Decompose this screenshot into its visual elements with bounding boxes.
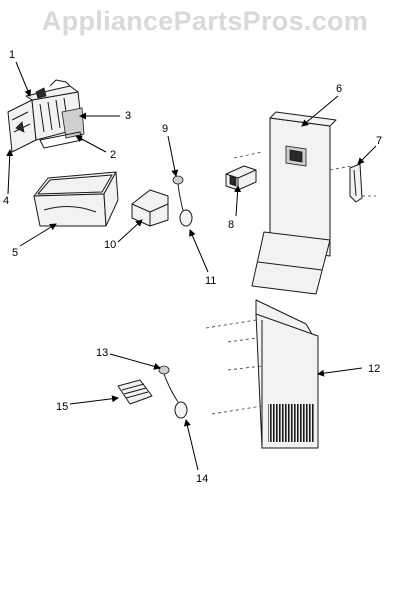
callout-8: 8 — [228, 219, 234, 231]
lower-panel — [255, 299, 319, 449]
callout-4: 4 — [3, 195, 9, 207]
callout-15: 15 — [56, 401, 68, 413]
callout-7: 7 — [376, 135, 382, 147]
ice-bin — [33, 171, 119, 227]
callout-9: 9 — [162, 123, 168, 135]
ice-maker-assembly — [7, 79, 85, 153]
light-bulb-assembly-lower — [158, 365, 188, 419]
watermark-text: AppliancePartsPros.com — [42, 6, 368, 36]
callout-3: 3 — [125, 110, 131, 122]
callout-11: 11 — [205, 275, 216, 287]
callout-6: 6 — [336, 83, 342, 95]
light-lens — [117, 379, 153, 405]
callout-1: 1 — [9, 49, 15, 61]
side-bracket — [349, 163, 363, 203]
callout-13: 13 — [96, 347, 108, 359]
light-bulb-assembly-upper — [172, 175, 193, 227]
callout-5: 5 — [12, 247, 18, 259]
callout-2: 2 — [110, 149, 116, 161]
back-panel — [251, 111, 337, 295]
callout-12: 12 — [368, 363, 380, 375]
leader-lines — [6, 61, 377, 471]
callout-labels: 1 2 3 4 5 6 7 8 9 10 11 12 13 14 15 — [3, 49, 382, 485]
damper-bracket — [225, 165, 257, 191]
callout-14: 14 — [196, 473, 208, 485]
cover-part — [131, 189, 169, 227]
callout-10: 10 — [104, 239, 116, 251]
fastener-guides — [205, 151, 376, 415]
